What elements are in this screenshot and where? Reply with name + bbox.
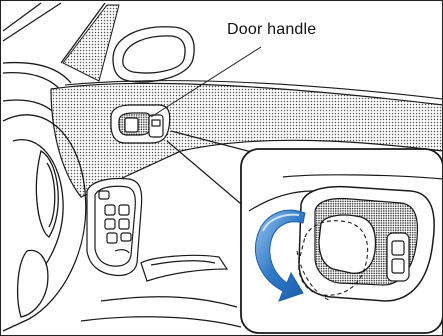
door-handle-label: Door handle [227,21,316,39]
lock-knob [387,233,409,281]
side-mirror [113,27,194,82]
window-switch-panel [87,179,142,276]
magnified-inset [241,149,443,333]
steering-wheel [3,115,86,331]
pillar-trim [63,5,119,81]
